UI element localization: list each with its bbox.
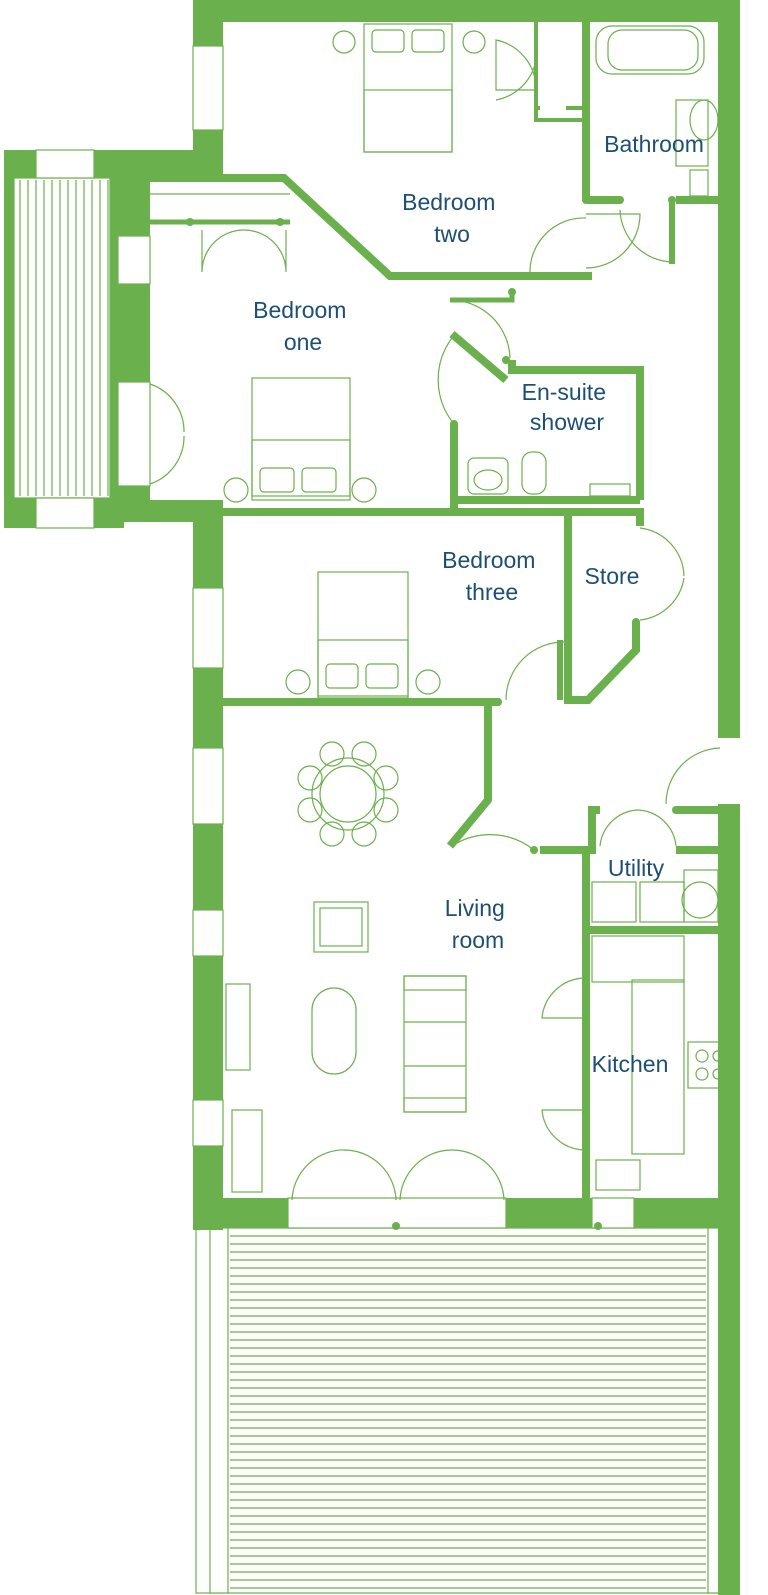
room-label-bedroom-one: Bedroom one [253, 297, 353, 355]
room-label-bedroom-two: Bedroom two [402, 189, 502, 247]
media-unit [225, 983, 263, 1193]
room-label-utility: Utility [608, 855, 665, 881]
room-label-living-room: Living room [445, 895, 512, 953]
utility-fixtures [591, 869, 719, 923]
hinge-dot [508, 288, 516, 296]
sofa [403, 975, 467, 1113]
hinge-dot [186, 218, 194, 226]
room-label-bathroom: Bathroom [604, 131, 704, 157]
armchair [313, 901, 369, 953]
bed-three [285, 571, 441, 699]
coffee-table [311, 987, 357, 1075]
hinge-dot [502, 356, 510, 364]
room-label-bedroom-three: Bedroom three [442, 547, 542, 605]
room-label-ensuite: En-suite shower [522, 379, 613, 435]
doors [149, 39, 721, 1201]
kitchen-fixtures [591, 935, 729, 1191]
interior-walls [150, 20, 720, 1198]
left-balcony [4, 149, 124, 529]
hinge-dot [616, 196, 624, 204]
hinge-dot [450, 420, 458, 428]
bath [595, 25, 719, 197]
room-label-kitchen: Kitchen [592, 1051, 669, 1077]
hinge-dot [582, 196, 590, 204]
room-label-store: Store [585, 563, 640, 589]
hinge-dot [582, 1014, 590, 1022]
hinge-dot [392, 1222, 400, 1230]
hinge-dot [582, 1106, 590, 1114]
bed-two [332, 23, 486, 153]
hinge-dot [668, 196, 676, 204]
terrace [195, 1227, 725, 1594]
hinge-dot [276, 218, 284, 226]
hinge-dot [494, 698, 502, 706]
hinge-dot [530, 846, 538, 854]
bed-one [223, 377, 377, 503]
hinge-dot [588, 806, 596, 814]
ensuite-fixtures [467, 451, 631, 497]
hinge-dot [484, 796, 492, 804]
hinge-dot [672, 806, 680, 814]
hinge-dot [632, 618, 640, 626]
door-hinges [186, 196, 680, 1230]
dining-table [297, 741, 399, 847]
hinge-dot [636, 516, 644, 524]
hinge-dot [616, 508, 624, 516]
hinge-dot [594, 1222, 602, 1230]
